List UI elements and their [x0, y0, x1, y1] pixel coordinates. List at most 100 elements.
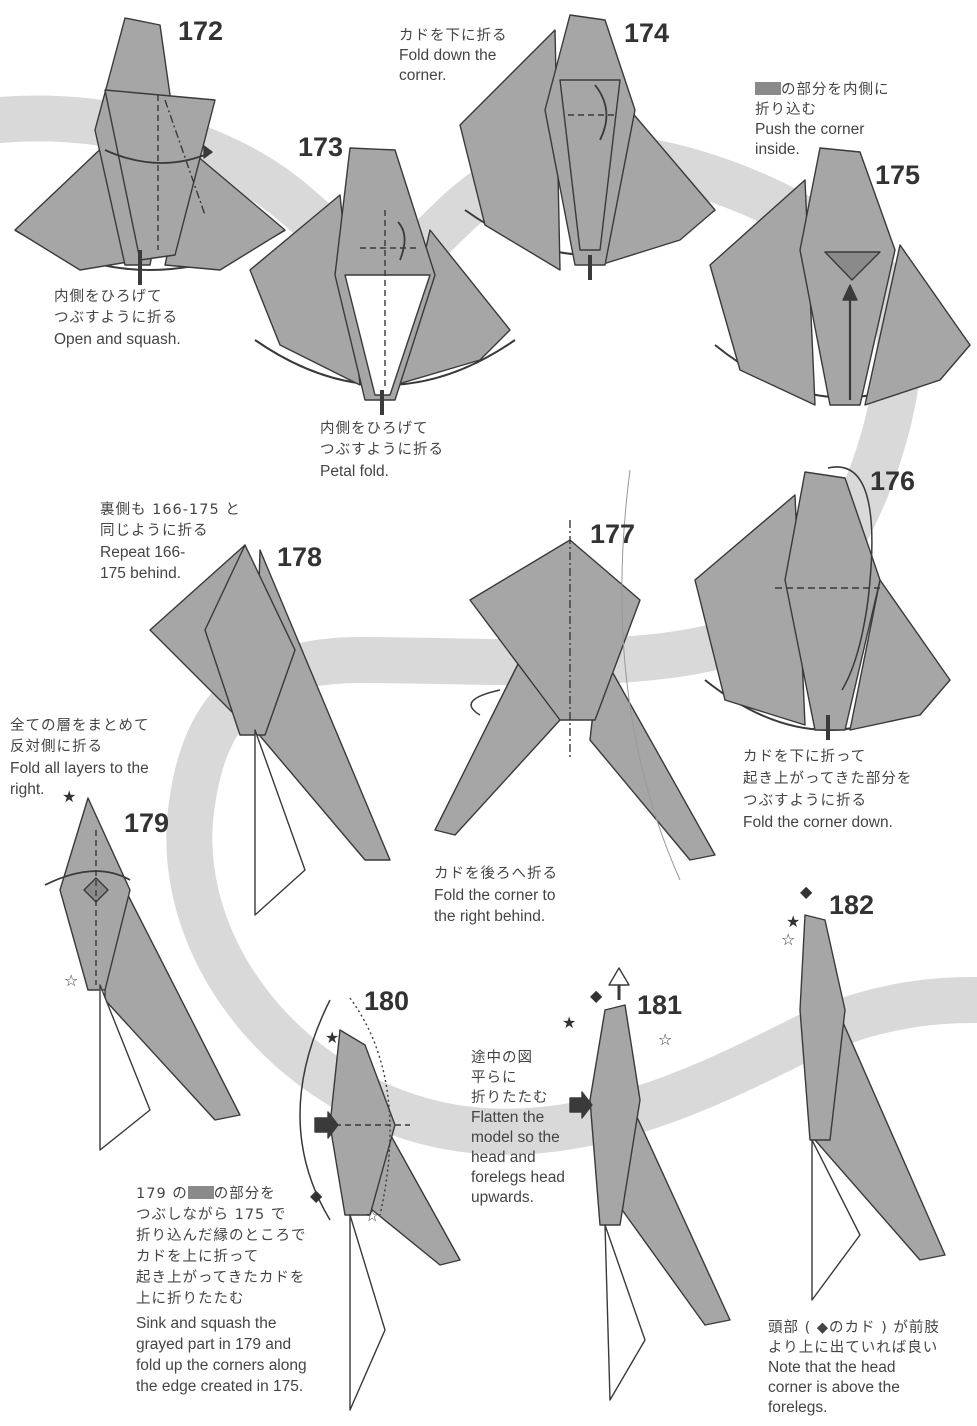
step-182-body: [799, 914, 846, 1141]
step-number-182: 182: [829, 890, 875, 920]
step-181-caption-en-1: Flatten the: [471, 1109, 545, 1126]
step-180-caption-jp-4: 起き上がってきたカドを: [136, 1270, 306, 1286]
step-number-174: 174: [624, 18, 670, 48]
step-178-body: [204, 544, 296, 736]
step-175-figure: [709, 147, 971, 406]
step-176-left-flap: [694, 494, 806, 726]
step-178-caption-jp-1: 裏側も 166-175 と: [100, 502, 241, 518]
step-172-caption-jp-2: つぶすように折る: [54, 310, 178, 326]
step-175-gray-triangle: [824, 251, 881, 281]
step-175-caption-jp-1-text: の部分を内側に: [781, 82, 890, 98]
step-175-caption-en-2: inside.: [755, 141, 800, 158]
step-181-figure: [569, 967, 731, 1401]
step-178-caption-en-2: 175 behind.: [100, 565, 182, 582]
step-175-left-flap: [709, 179, 816, 406]
step-176-caption-jp-1: カドを下に折って: [743, 749, 867, 765]
step-177-caption-en-2: the right behind.: [434, 908, 546, 925]
step-181-push-arrow: [569, 1091, 593, 1119]
gray-swatch: [755, 82, 781, 95]
step-180-caption-en-4: the edge created in 175.: [136, 1378, 304, 1395]
step-175-caption-jp-1: の部分を内側に: [755, 80, 890, 100]
step-181-caption-en-4: forelegs head: [471, 1169, 565, 1186]
step-182-caption: 頭部 ( ◆のカド ) が前肢 より上に出ていれば良い Note that th…: [768, 1318, 940, 1418]
step-180-caption-jp-0: 179 の の部分を: [136, 1184, 307, 1205]
step-number-178: 178: [277, 542, 323, 572]
step-175-caption-en-1: Push the corner: [755, 121, 865, 138]
step-180-tail: [349, 1214, 386, 1411]
step-178-caption-jp-2: 同じように折る: [100, 523, 209, 539]
step-180-caption-jp-0-post: の部分を: [213, 1186, 276, 1202]
step-173-lift-arrow: [397, 221, 406, 261]
step-181-caption-jp-2: 平らに: [471, 1070, 518, 1086]
step-180-caption-en-2: grayed part in 179 and: [136, 1336, 292, 1353]
step-180-caption-jp-3: カドを上に折って: [136, 1249, 260, 1265]
step-180-figure: [299, 997, 461, 1411]
gray-swatch: [187, 1186, 214, 1199]
step-182-star-filled-icon: ★: [786, 912, 801, 931]
step-176-caption-en-1: Fold the corner down.: [743, 814, 893, 831]
step-182-caption-jp-2: より上に出ていれば良い: [768, 1340, 939, 1356]
step-175-push-arrow-head: [842, 284, 858, 301]
step-181-caption-jp-1: 途中の図: [471, 1050, 533, 1066]
step-175-caption-jp-2: 折り込む: [755, 102, 817, 118]
step-182-diamond-icon: ◆: [800, 882, 813, 901]
step-177-caption-jp-1: カドを後ろへ折る: [434, 866, 558, 882]
step-177-caption-en-1: Fold the corner to: [434, 887, 556, 904]
step-180-caption-jp-2: 折り込んだ縁のところで: [136, 1228, 307, 1244]
step-179-caption: 全ての層をまとめて 反対側に折る Fold all layers to the …: [10, 716, 150, 800]
step-180-diamond-icon: ◆: [310, 1186, 323, 1205]
step-172-mountain-line: [164, 99, 206, 216]
step-174-fold-arrow: [594, 84, 608, 141]
step-181-caption-en-3: head and: [471, 1149, 536, 1166]
step-179-star-open-icon: ☆: [64, 971, 79, 990]
step-number-176: 176: [870, 466, 916, 496]
step-182-caption-jp-1: 頭部 ( ◆のカド ) が前肢: [768, 1320, 940, 1336]
step-176-caption-jp-3: つぶすように折る: [743, 793, 867, 809]
step-176-right-flap: [849, 579, 951, 731]
step-176-caption: カドを下に折って 起き上がってきた部分を つぶすように折る Fold the c…: [743, 746, 912, 834]
step-181-star-filled-icon: ★: [562, 1013, 577, 1032]
step-177-guide-curve: [621, 469, 681, 881]
step-180-swing-arrow: [299, 999, 331, 1221]
step-176-body: [784, 471, 881, 731]
step-173-white-kite: [344, 274, 431, 396]
step-180-caption-en-3: fold up the corners along: [136, 1357, 307, 1374]
step-172-arrow-head: [203, 145, 213, 159]
step-180-caption: 179 のの部分を つぶしながら 175 で 折り込んだ縁のところで カドを上に…: [136, 1184, 307, 1397]
step-173-caption-jp-1: 内側をひろげて: [320, 421, 429, 437]
step-178-figure: [149, 544, 391, 916]
step-175-body: [799, 147, 896, 406]
step-181-star-open-icon: ☆: [658, 1030, 673, 1049]
step-172-figure: [14, 17, 286, 285]
step-176-figure: [694, 466, 951, 740]
step-177-body: [469, 539, 641, 721]
step-179-caption-jp-1: 全ての層をまとめて: [10, 718, 150, 734]
step-174-caption-jp-1: カドを下に折る: [399, 28, 508, 44]
step-177-figure: [434, 469, 716, 881]
step-174-caption-en-1: Fold down the: [399, 47, 497, 64]
step-179-star-filled-icon: ★: [62, 787, 77, 806]
step-182-caption-en-3: forelegs.: [768, 1399, 828, 1416]
step-174-figure: [459, 14, 716, 280]
step-173-caption: 内側をひろげて つぶすように折る Petal fold.: [320, 419, 444, 482]
step-181-caption-en-2: model so the: [471, 1129, 560, 1146]
step-182-figure: [799, 914, 946, 1301]
step-number-172: 172: [178, 16, 224, 46]
step-172-caption: 内側をひろげて つぶすように折る Open and squash.: [54, 287, 181, 350]
step-174-caption-en-2: corner.: [399, 67, 447, 84]
step-177-rotate-arrow: [470, 689, 501, 716]
step-172-open-flap: [104, 89, 216, 261]
step-182-caption-en-1: Note that the head: [768, 1359, 896, 1376]
step-number-180: 180: [364, 986, 410, 1016]
step-180-star-open-icon: ☆: [365, 1206, 380, 1225]
step-180-caption-jp-0-pre: 179 の: [136, 1186, 188, 1202]
step-176-caption-jp-2: 起き上がってきた部分を: [743, 771, 913, 787]
step-179-caption-jp-2: 反対側に折る: [10, 739, 103, 755]
step-number-173: 173: [298, 132, 344, 162]
step-181-caption-en-5: upwards.: [471, 1189, 534, 1206]
step-173-left-flap: [249, 194, 361, 386]
step-182-star-open-icon: ☆: [781, 930, 796, 949]
step-number-175: 175: [875, 160, 921, 190]
step-172-caption-en-1: Open and squash.: [54, 331, 181, 348]
